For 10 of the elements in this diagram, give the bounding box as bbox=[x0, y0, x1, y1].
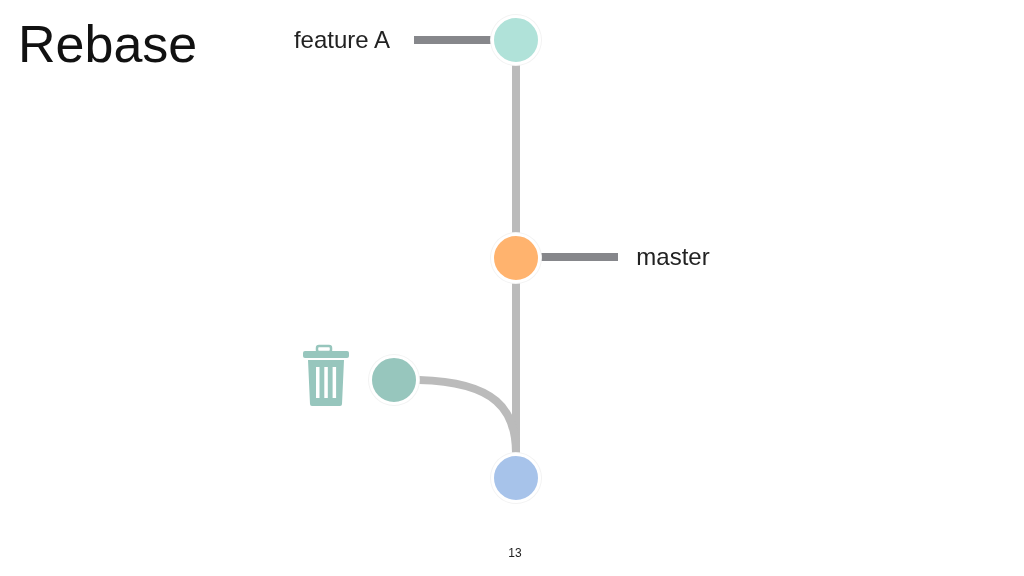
slide-title: Rebase bbox=[18, 14, 198, 74]
page-number: 13 bbox=[507, 546, 523, 560]
commit-circle bbox=[491, 233, 541, 283]
commit-circle bbox=[491, 15, 541, 65]
connector-line bbox=[512, 65, 520, 233]
connector-line bbox=[418, 376, 520, 454]
branch-label: master bbox=[618, 241, 728, 273]
commit-circle bbox=[491, 453, 541, 503]
commit-circle bbox=[369, 355, 419, 405]
branch-label: feature A bbox=[270, 24, 414, 56]
